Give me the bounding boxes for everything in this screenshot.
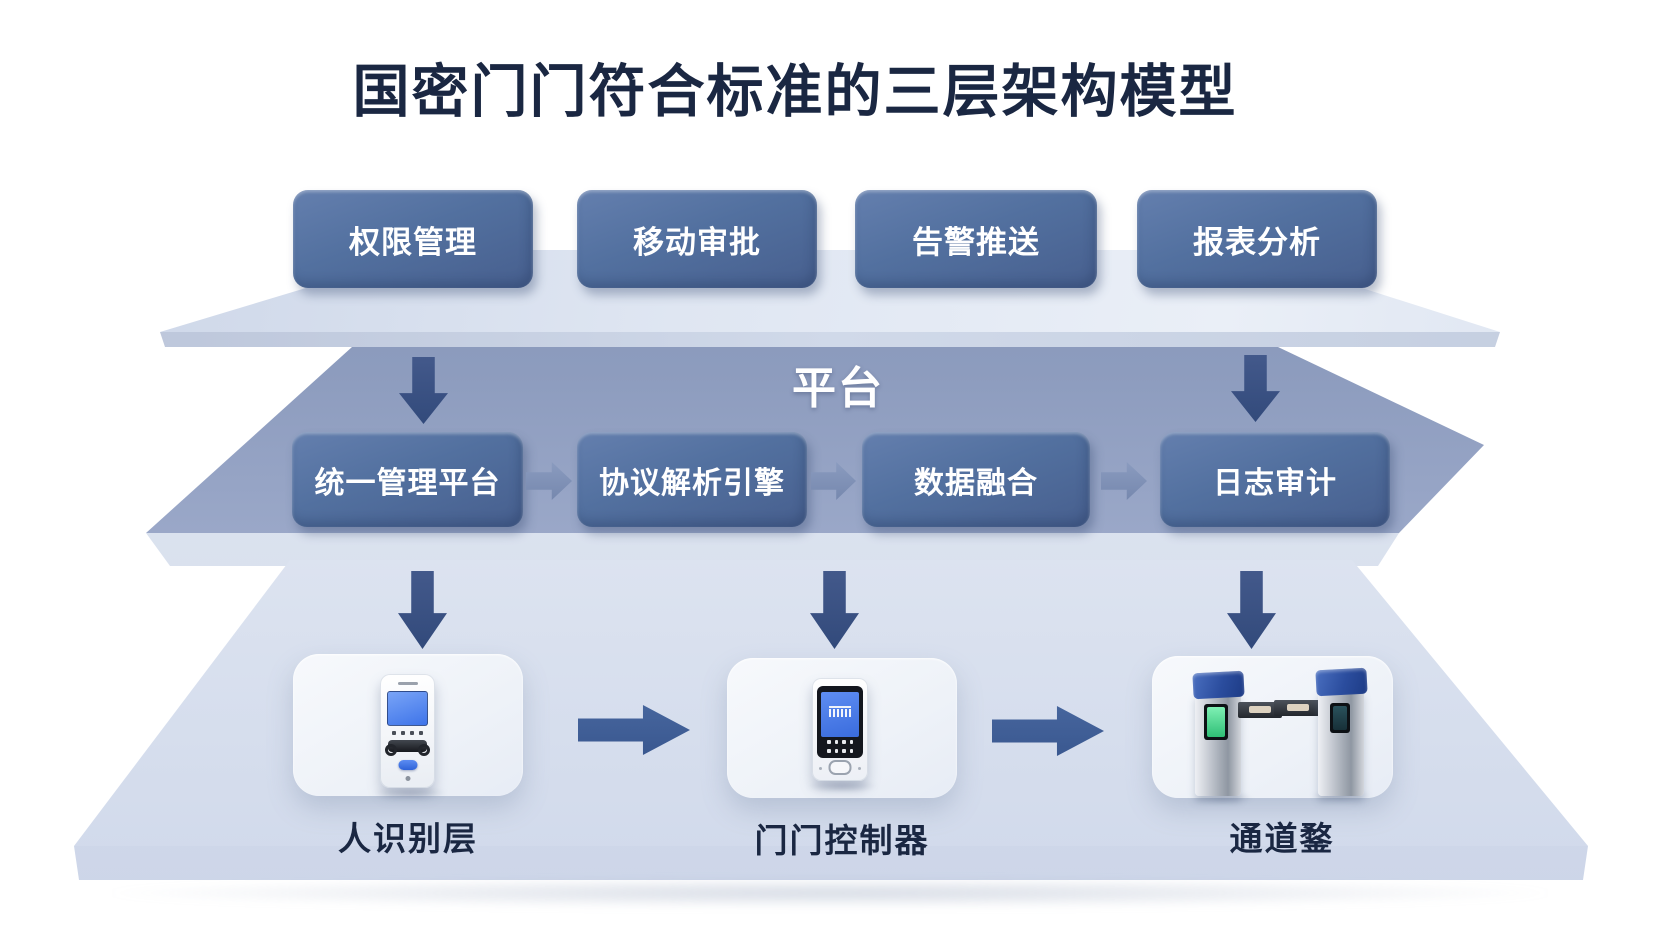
camera-strip (397, 682, 418, 685)
controller-bezel (817, 686, 863, 758)
top-box-approval-label: 移动审批 (633, 224, 761, 260)
device-label-turnstile: 通道鍪 (1229, 820, 1335, 857)
mid-box-data-fusion-label: 数据融合 (914, 466, 1038, 500)
mid-box-unified-platform-label: 统一管理平台 (314, 466, 501, 500)
pillar-cap (1315, 667, 1368, 697)
gate-arm (1238, 702, 1282, 718)
platform-layer-label: 平台 (792, 364, 884, 413)
terminal-screen (387, 691, 428, 726)
top-box-report-label: 报表分析 (1193, 224, 1321, 260)
device-shadow (806, 780, 878, 792)
top-box-alert: 告警推送 (855, 190, 1097, 288)
top-box-permission: 权限管理 (293, 190, 533, 288)
top-box-approval: 移动审批 (577, 190, 817, 288)
reader-button (398, 760, 417, 770)
page-title: 国密门门符合标准的三层架构模型 (352, 60, 1238, 124)
key-row (380, 731, 435, 735)
screw-dot (858, 767, 861, 770)
mid-box-protocol-engine: 协议解析引擎 (577, 432, 807, 527)
gate-arm (1274, 700, 1322, 716)
mid-box-log-audit: 日志审计 (1160, 432, 1390, 527)
pillar-cap (1192, 670, 1245, 700)
card-slot (385, 740, 430, 756)
screen-logo-marks (829, 706, 851, 717)
turnstile-gate (1188, 664, 1368, 798)
gate-screen-green (1204, 704, 1228, 740)
top-box-permission-label: 权限管理 (349, 224, 477, 260)
mid-box-data-fusion: 数据融合 (862, 432, 1090, 527)
turnstile-pillar-left (1192, 670, 1245, 796)
device-label-controller: 门门控制器 (754, 822, 930, 859)
gate-screen-dark (1330, 703, 1350, 733)
device-shadow (372, 787, 448, 799)
home-button (828, 760, 852, 775)
mid-box-unified-platform: 统一管理平台 (292, 432, 523, 527)
turnstile-pillar-right (1315, 667, 1368, 796)
controller-screen (821, 692, 859, 737)
mid-box-protocol-engine-label: 协议解析引擎 (599, 466, 785, 500)
top-box-alert-label: 告警推送 (912, 224, 1040, 260)
floor-shadow (110, 878, 1550, 908)
keypad (825, 739, 855, 754)
access-controller (812, 678, 868, 781)
top-box-report: 报表分析 (1137, 190, 1377, 288)
face-recognition-terminal (380, 674, 435, 788)
mid-box-log-audit-label: 日志审计 (1213, 466, 1337, 500)
device-label-recognition: 人识别层 (338, 820, 478, 857)
indicator-dot (405, 776, 410, 781)
screw-dot (819, 767, 822, 770)
